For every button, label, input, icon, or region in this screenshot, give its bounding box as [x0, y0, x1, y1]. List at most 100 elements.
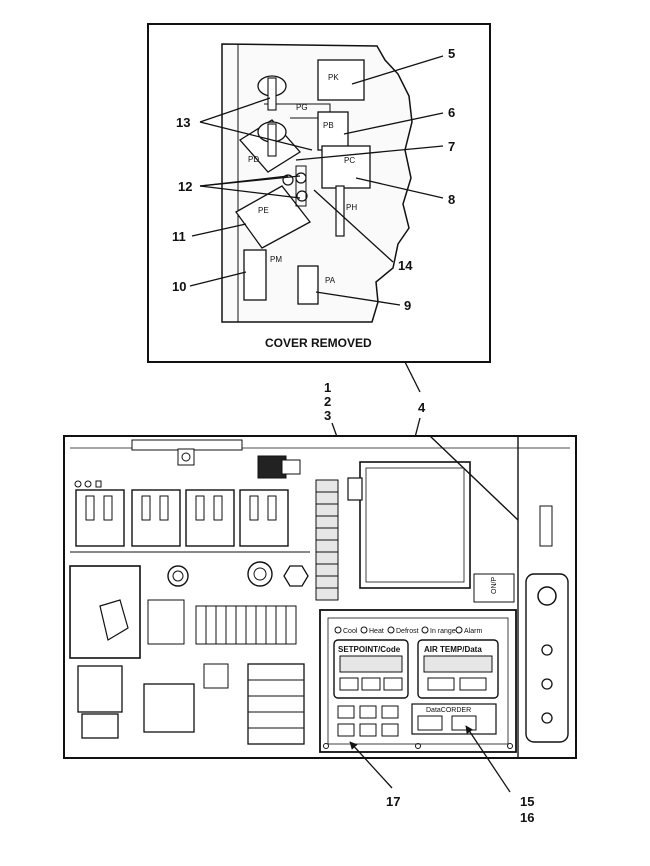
fuse-item-1-3 [347, 477, 363, 501]
datacorder-key-1[interactable] [417, 715, 443, 731]
on-switch-box [473, 573, 515, 603]
callout-13: 13 [176, 115, 190, 130]
airtemp-button-2[interactable] [459, 677, 487, 691]
top-relay-cap [281, 459, 301, 475]
datacorder-label: DataCORDER [426, 707, 471, 714]
relay-pk [317, 59, 365, 101]
keypad-key-5[interactable] [359, 723, 377, 737]
lower-relay-2 [81, 713, 119, 739]
callout-3: 3 [324, 408, 331, 423]
side-bracket [539, 505, 553, 547]
panel-screw-br [507, 743, 513, 749]
airtemp-label: AIR TEMP/Data [424, 645, 482, 654]
callout-8: 8 [448, 192, 455, 207]
contactor-2 [131, 489, 181, 547]
indicator-alarm: Alarm [464, 628, 482, 635]
setpoint-down-button[interactable] [383, 677, 403, 691]
keypad-key-6[interactable] [381, 723, 399, 737]
callout-17: 17 [386, 794, 400, 809]
callout-15: 15 [520, 794, 534, 809]
keypad-key-3[interactable] [381, 705, 399, 719]
grommet-2 [247, 561, 273, 587]
callout-9: 9 [404, 298, 411, 313]
relay-pa [297, 265, 319, 305]
contactor-row [75, 489, 289, 547]
panel-screw-bl [323, 743, 329, 749]
relay-pc [321, 145, 371, 189]
contactor-3-pole-a [195, 495, 205, 521]
callout-7: 7 [448, 139, 455, 154]
grommet-1 [167, 565, 189, 587]
toggle-2[interactable] [541, 678, 553, 690]
relay-pm [243, 249, 267, 301]
indicator-alarm-lamp [455, 626, 463, 634]
contactor-1 [75, 489, 125, 547]
indicator-row: Cool Heat Defrost In range Alarm [334, 626, 482, 635]
relay-pb [317, 111, 349, 151]
relay-pd-label: PD [248, 155, 259, 164]
contactor-3 [185, 489, 235, 547]
contactor-1-pole-b [103, 495, 113, 521]
panel-screw-bm [415, 743, 421, 749]
setpoint-label: SETPOINT/Code [338, 645, 401, 654]
fuse-block [295, 165, 307, 207]
control-box: ON/P Cool Heat Defrost [63, 435, 577, 759]
callout-5: 5 [448, 46, 455, 61]
contactor-2-pole-a [141, 495, 151, 521]
contactor-3-pole-b [213, 495, 223, 521]
contactor-4 [239, 489, 289, 547]
relay-pg [264, 103, 331, 119]
callout-10: 10 [172, 279, 186, 294]
keypad-key-4[interactable] [337, 723, 355, 737]
relay-ph [335, 185, 345, 237]
indicator-heat-lamp [360, 626, 368, 634]
relay-pb-label: PB [323, 121, 334, 130]
lower-relay-1 [77, 665, 123, 713]
on-switch-label: ON/P [491, 577, 498, 594]
leader-15-16 [465, 725, 511, 793]
grommet-1-inner [172, 570, 184, 582]
switch-panel [525, 573, 569, 743]
relay-module-board [359, 461, 471, 589]
toggle-1[interactable] [541, 644, 553, 656]
contactor-4-pole-a [249, 495, 259, 521]
transformer-bracket [99, 599, 129, 641]
datacorder-key-2[interactable] [451, 715, 477, 731]
indicator-cool-lamp [334, 626, 342, 634]
airtemp-screen [423, 655, 493, 673]
callout-6: 6 [448, 105, 455, 120]
inset-caption: COVER REMOVED [265, 336, 372, 350]
indicator-defrost: Defrost [396, 628, 419, 635]
callout-16: 16 [520, 810, 534, 825]
keypad-key-2[interactable] [359, 705, 377, 719]
callout-11: 11 [172, 229, 186, 244]
relay-pm-label: PM [270, 255, 282, 264]
inset-panel-plate [221, 43, 413, 323]
door-hinge-line [429, 435, 519, 521]
contactor-1-pole-a [85, 495, 95, 521]
top-bracket [177, 448, 195, 466]
callout-14: 14 [398, 258, 413, 273]
relay-pa-label: PA [325, 276, 336, 285]
top-bracket-screw [181, 452, 191, 462]
relay-pk-label: PK [328, 73, 339, 82]
setpoint-enter-button[interactable] [361, 677, 381, 691]
setpoint-screen [339, 655, 403, 673]
inset-view: PK PG PB PD PC PH PE PM PA [147, 23, 491, 363]
switch-panel-connector [537, 586, 557, 606]
relay-pc-label: PC [344, 156, 355, 165]
toggle-3[interactable] [541, 712, 553, 724]
indicator-in-range: In range [430, 628, 456, 635]
indicator-inrange-lamp [421, 626, 429, 634]
setpoint-up-button[interactable] [339, 677, 359, 691]
indicator-defrost-lamp [387, 626, 395, 634]
airtemp-button-1[interactable] [427, 677, 455, 691]
callout-12: 12 [178, 179, 192, 194]
keypad-key-1[interactable] [337, 705, 355, 719]
inset-leaders [189, 55, 444, 306]
contactor-4-pole-b [267, 495, 277, 521]
lower-relay-4 [203, 663, 229, 689]
indicator-heat: Heat [369, 628, 384, 635]
small-icon-3 [95, 480, 102, 488]
